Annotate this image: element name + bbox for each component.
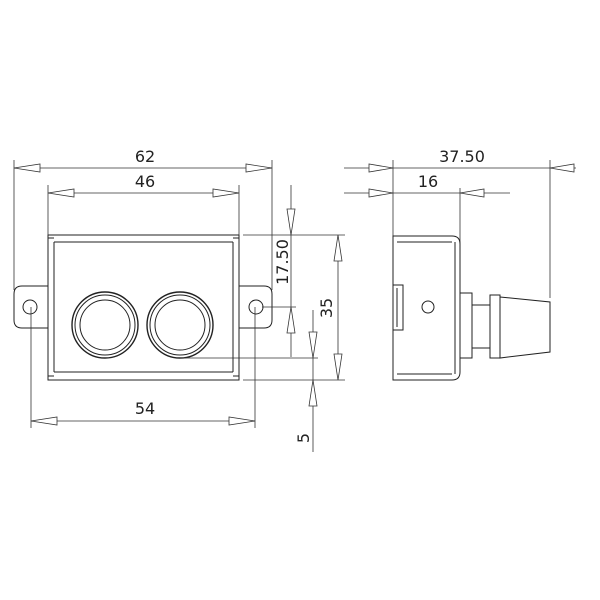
sensor-lens-left bbox=[71, 291, 139, 359]
mount-hole-right bbox=[248, 299, 264, 315]
dimension-46: 46 bbox=[47, 172, 240, 198]
side-screw-hole bbox=[421, 300, 435, 314]
gland-nut bbox=[489, 294, 501, 359]
dimension-62: 62 bbox=[13, 147, 273, 173]
latch-clip bbox=[392, 284, 404, 331]
dim-label-62: 62 bbox=[135, 147, 155, 166]
dim-label-35: 35 bbox=[317, 298, 336, 318]
dim-label-46: 46 bbox=[135, 172, 155, 191]
housing-body bbox=[47, 234, 240, 381]
cable-gland-cone bbox=[499, 296, 551, 359]
dimension-17-50: 17.50 bbox=[273, 185, 296, 357]
dimension-35: 35 bbox=[317, 234, 343, 381]
dimension-16: 16 bbox=[344, 172, 510, 198]
front-view bbox=[13, 234, 273, 381]
dimension-54: 54 bbox=[30, 399, 256, 426]
mount-hole-left bbox=[22, 299, 38, 315]
sensor-lens-right bbox=[146, 291, 214, 359]
dim-label-16: 16 bbox=[418, 172, 438, 191]
side-view bbox=[392, 235, 551, 381]
dimension-5: 5 bbox=[294, 310, 318, 452]
gland-stem bbox=[471, 304, 491, 349]
dim-label-5: 5 bbox=[294, 433, 313, 443]
dim-label-37-50: 37.50 bbox=[439, 147, 485, 166]
dimension-37-50: 37.50 bbox=[344, 147, 576, 173]
left-mount-tab bbox=[13, 285, 48, 329]
dim-label-17-50: 17.50 bbox=[273, 239, 292, 285]
gland-base bbox=[459, 292, 473, 359]
dim-label-54: 54 bbox=[135, 399, 155, 418]
